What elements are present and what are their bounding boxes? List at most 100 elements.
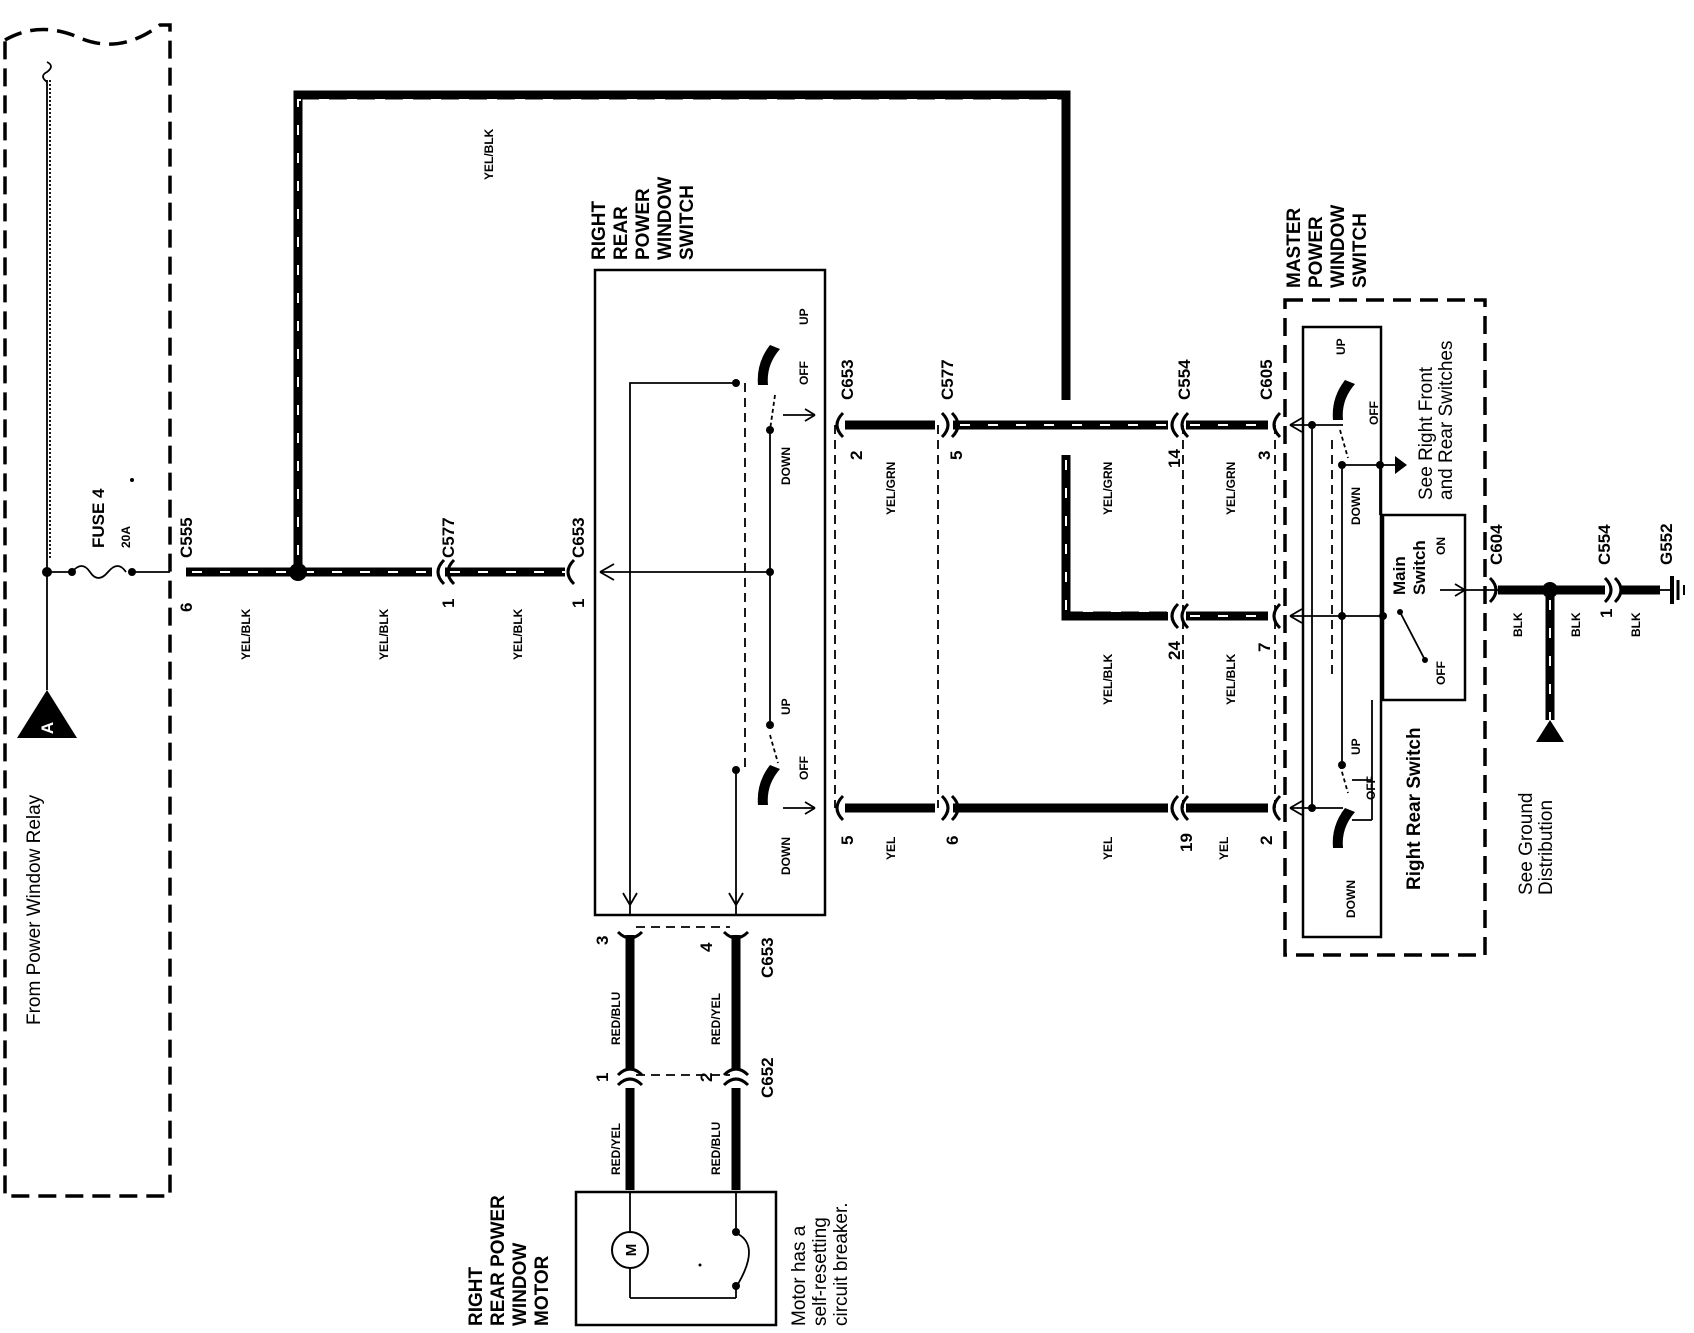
see-ground-1: See Ground bbox=[1516, 793, 1537, 895]
motor-label-1: RIGHT bbox=[466, 1267, 487, 1327]
rr-upper-up: UP bbox=[797, 308, 811, 325]
master-lower-off: OFF bbox=[1364, 776, 1378, 800]
conn-c554-ground-label: C554 bbox=[1595, 524, 1614, 565]
wire-c605-yel-blk: YEL/BLK bbox=[1224, 653, 1238, 705]
main-switch-on: ON bbox=[1434, 537, 1448, 555]
conn-c554-right-label: C554 bbox=[1175, 359, 1194, 400]
conn-c653-left-label: C653 bbox=[569, 517, 588, 558]
right-rear-switch-label: Right Rear Switch bbox=[1404, 727, 1425, 890]
wire-g552-blk: BLK bbox=[1629, 612, 1643, 637]
rr-upper-off: OFF bbox=[797, 361, 811, 385]
wire-c652-red-yel: RED/YEL bbox=[609, 1123, 623, 1175]
rr-switch-label-4: WINDOW bbox=[655, 177, 676, 260]
pin-c653-4: 4 bbox=[697, 942, 716, 952]
motor-leads: 3 4 C653 RED/BLU RED/YEL 1 2 C652 RED/YE… bbox=[593, 926, 777, 1190]
wire-c653-yel: YEL bbox=[884, 837, 898, 860]
conn-c653-right-label: C653 bbox=[838, 359, 857, 400]
rr-switch-label-2: REAR bbox=[611, 206, 632, 260]
master-switch-label-3: WINDOW bbox=[1328, 205, 1349, 288]
pin-c555-6: 6 bbox=[177, 603, 196, 612]
wire-loop-yel-blk: YEL/BLK bbox=[482, 128, 496, 180]
wire-c577-yel: YEL bbox=[1101, 837, 1115, 860]
pin-c554-ground-1: 1 bbox=[1597, 609, 1616, 618]
power-source-enclosure: A From Power Window Relay FUSE 4 20A C55… bbox=[3, 23, 196, 1198]
fuse-name: FUSE 4 bbox=[89, 488, 108, 548]
pin-c652-1: 1 bbox=[593, 1073, 612, 1082]
rr-switch: RIGHT REAR POWER WINDOW SWITCH UP OFF DO… bbox=[589, 177, 827, 917]
see-switches-1: See Right Front bbox=[1416, 366, 1437, 500]
source-badge: A bbox=[38, 722, 57, 734]
ground-circuit: See Ground Distribution C604 C554 1 G552… bbox=[1465, 523, 1685, 895]
wire-c653-red-blu: RED/BLU bbox=[609, 992, 623, 1045]
master-switch-label-1: MASTER bbox=[1284, 208, 1305, 289]
wire-c554-yel: YEL bbox=[1217, 837, 1231, 860]
motor-note-2: self-resetting bbox=[810, 1217, 831, 1326]
rr-lower-up: UP bbox=[779, 698, 793, 715]
main-switch-off: OFF bbox=[1434, 661, 1448, 685]
rr-switch-label-3: POWER bbox=[633, 188, 654, 260]
rr-switch-label-5: SWITCH bbox=[677, 185, 698, 260]
rr-switch-label-1: RIGHT bbox=[589, 201, 610, 261]
wire-c653-red-yel: RED/YEL bbox=[709, 993, 723, 1045]
pin-c605-2: 2 bbox=[1257, 836, 1276, 845]
master-upper-off: OFF bbox=[1367, 401, 1381, 425]
motor-symbol: M bbox=[623, 1244, 640, 1257]
see-switches-2: and Rear Switches bbox=[1436, 341, 1457, 500]
conn-c577-left-label: C577 bbox=[439, 517, 458, 558]
see-ground-2: Distribution bbox=[1536, 800, 1557, 895]
rr-lower-down: DOWN bbox=[779, 837, 793, 875]
wire-c555-yel-blk: YEL/BLK bbox=[239, 608, 253, 660]
wire-c604-blk: BLK bbox=[1511, 612, 1525, 637]
main-switch-label-2: Switch bbox=[1410, 540, 1429, 595]
pin-c605-3: 3 bbox=[1255, 451, 1274, 460]
pin-c577-left-1: 1 bbox=[439, 599, 458, 608]
master-switch-label-4: SWITCH bbox=[1350, 213, 1371, 288]
conn-c652-label: C652 bbox=[758, 1057, 777, 1098]
feed-wiring: YEL/BLK YEL/BLK YEL/BLK YEL/BLK C577 1 C… bbox=[186, 90, 1071, 660]
pin-c653-3: 3 bbox=[593, 936, 612, 945]
master-switch-label-2: POWER bbox=[1306, 216, 1327, 288]
pin-c653-5: 5 bbox=[838, 836, 857, 845]
wire-c577-yel-grn: YEL/GRN bbox=[1101, 462, 1115, 515]
rr-upper-down: DOWN bbox=[779, 447, 793, 485]
pin-c605-7: 7 bbox=[1255, 643, 1274, 652]
wire-c652-red-blu: RED/BLU bbox=[709, 1122, 723, 1175]
wire-c554-blk: BLK bbox=[1569, 612, 1583, 637]
master-lower-down: DOWN bbox=[1344, 880, 1358, 918]
main-switch-label-1: Main bbox=[1390, 556, 1409, 595]
pin-c577-6: 6 bbox=[943, 836, 962, 845]
source-label: From Power Window Relay bbox=[24, 794, 45, 1025]
conn-c577-right-label: C577 bbox=[938, 359, 957, 400]
pin-c653-2: 2 bbox=[847, 451, 866, 460]
wire-c653-yel-grn: YEL/GRN bbox=[884, 462, 898, 515]
source-badge-triangle bbox=[17, 690, 77, 738]
pin-c577-5: 5 bbox=[947, 451, 966, 460]
yel-grn-circuit: C653 C577 C554 C605 2 5 14 3 YEL/GRN YEL… bbox=[835, 359, 1282, 515]
motor-label-2: REAR POWER bbox=[488, 1195, 509, 1326]
see-switches-arrow bbox=[1395, 456, 1407, 474]
pin-c554-19: 19 bbox=[1177, 833, 1196, 852]
connector-shells bbox=[834, 425, 1276, 808]
fuse-rating: 20A bbox=[119, 526, 133, 548]
master-upper-down: DOWN bbox=[1349, 487, 1363, 525]
pin-c653-left-1: 1 bbox=[569, 599, 588, 608]
yel-blk-master-circuit: YEL/BLK 24 YEL/BLK 7 bbox=[1061, 455, 1282, 705]
pin-c652-2: 2 bbox=[697, 1073, 716, 1082]
motor-note-3: circuit breaker. bbox=[831, 1202, 852, 1326]
conn-c653-motor-label: C653 bbox=[758, 937, 777, 978]
pin-c554-24: 24 bbox=[1165, 641, 1184, 660]
master-switch: MASTER POWER WINDOW SWITCH UP OFF DOWN bbox=[1283, 205, 1487, 957]
wire-c554-in-yel-blk: YEL/BLK bbox=[1101, 653, 1115, 705]
rr-motor: M RIGHT REAR POWER WINDOW MOTOR Motor ha… bbox=[466, 1190, 852, 1327]
conn-c604-label: C604 bbox=[1487, 524, 1506, 565]
motor-label-4: MOTOR bbox=[532, 1255, 553, 1326]
pin-c554-14: 14 bbox=[1165, 449, 1184, 468]
motor-note-1: Motor has a bbox=[789, 1225, 810, 1326]
yel-circuit: 5 6 19 2 YEL YEL YEL bbox=[835, 794, 1282, 860]
conn-c605-label: C605 bbox=[1257, 359, 1276, 400]
wire-c653-yel-blk: YEL/BLK bbox=[511, 608, 525, 660]
master-lower-up: UP bbox=[1349, 738, 1363, 755]
motor-label-3: WINDOW bbox=[510, 1243, 531, 1326]
see-ground-arrow bbox=[1536, 720, 1564, 742]
